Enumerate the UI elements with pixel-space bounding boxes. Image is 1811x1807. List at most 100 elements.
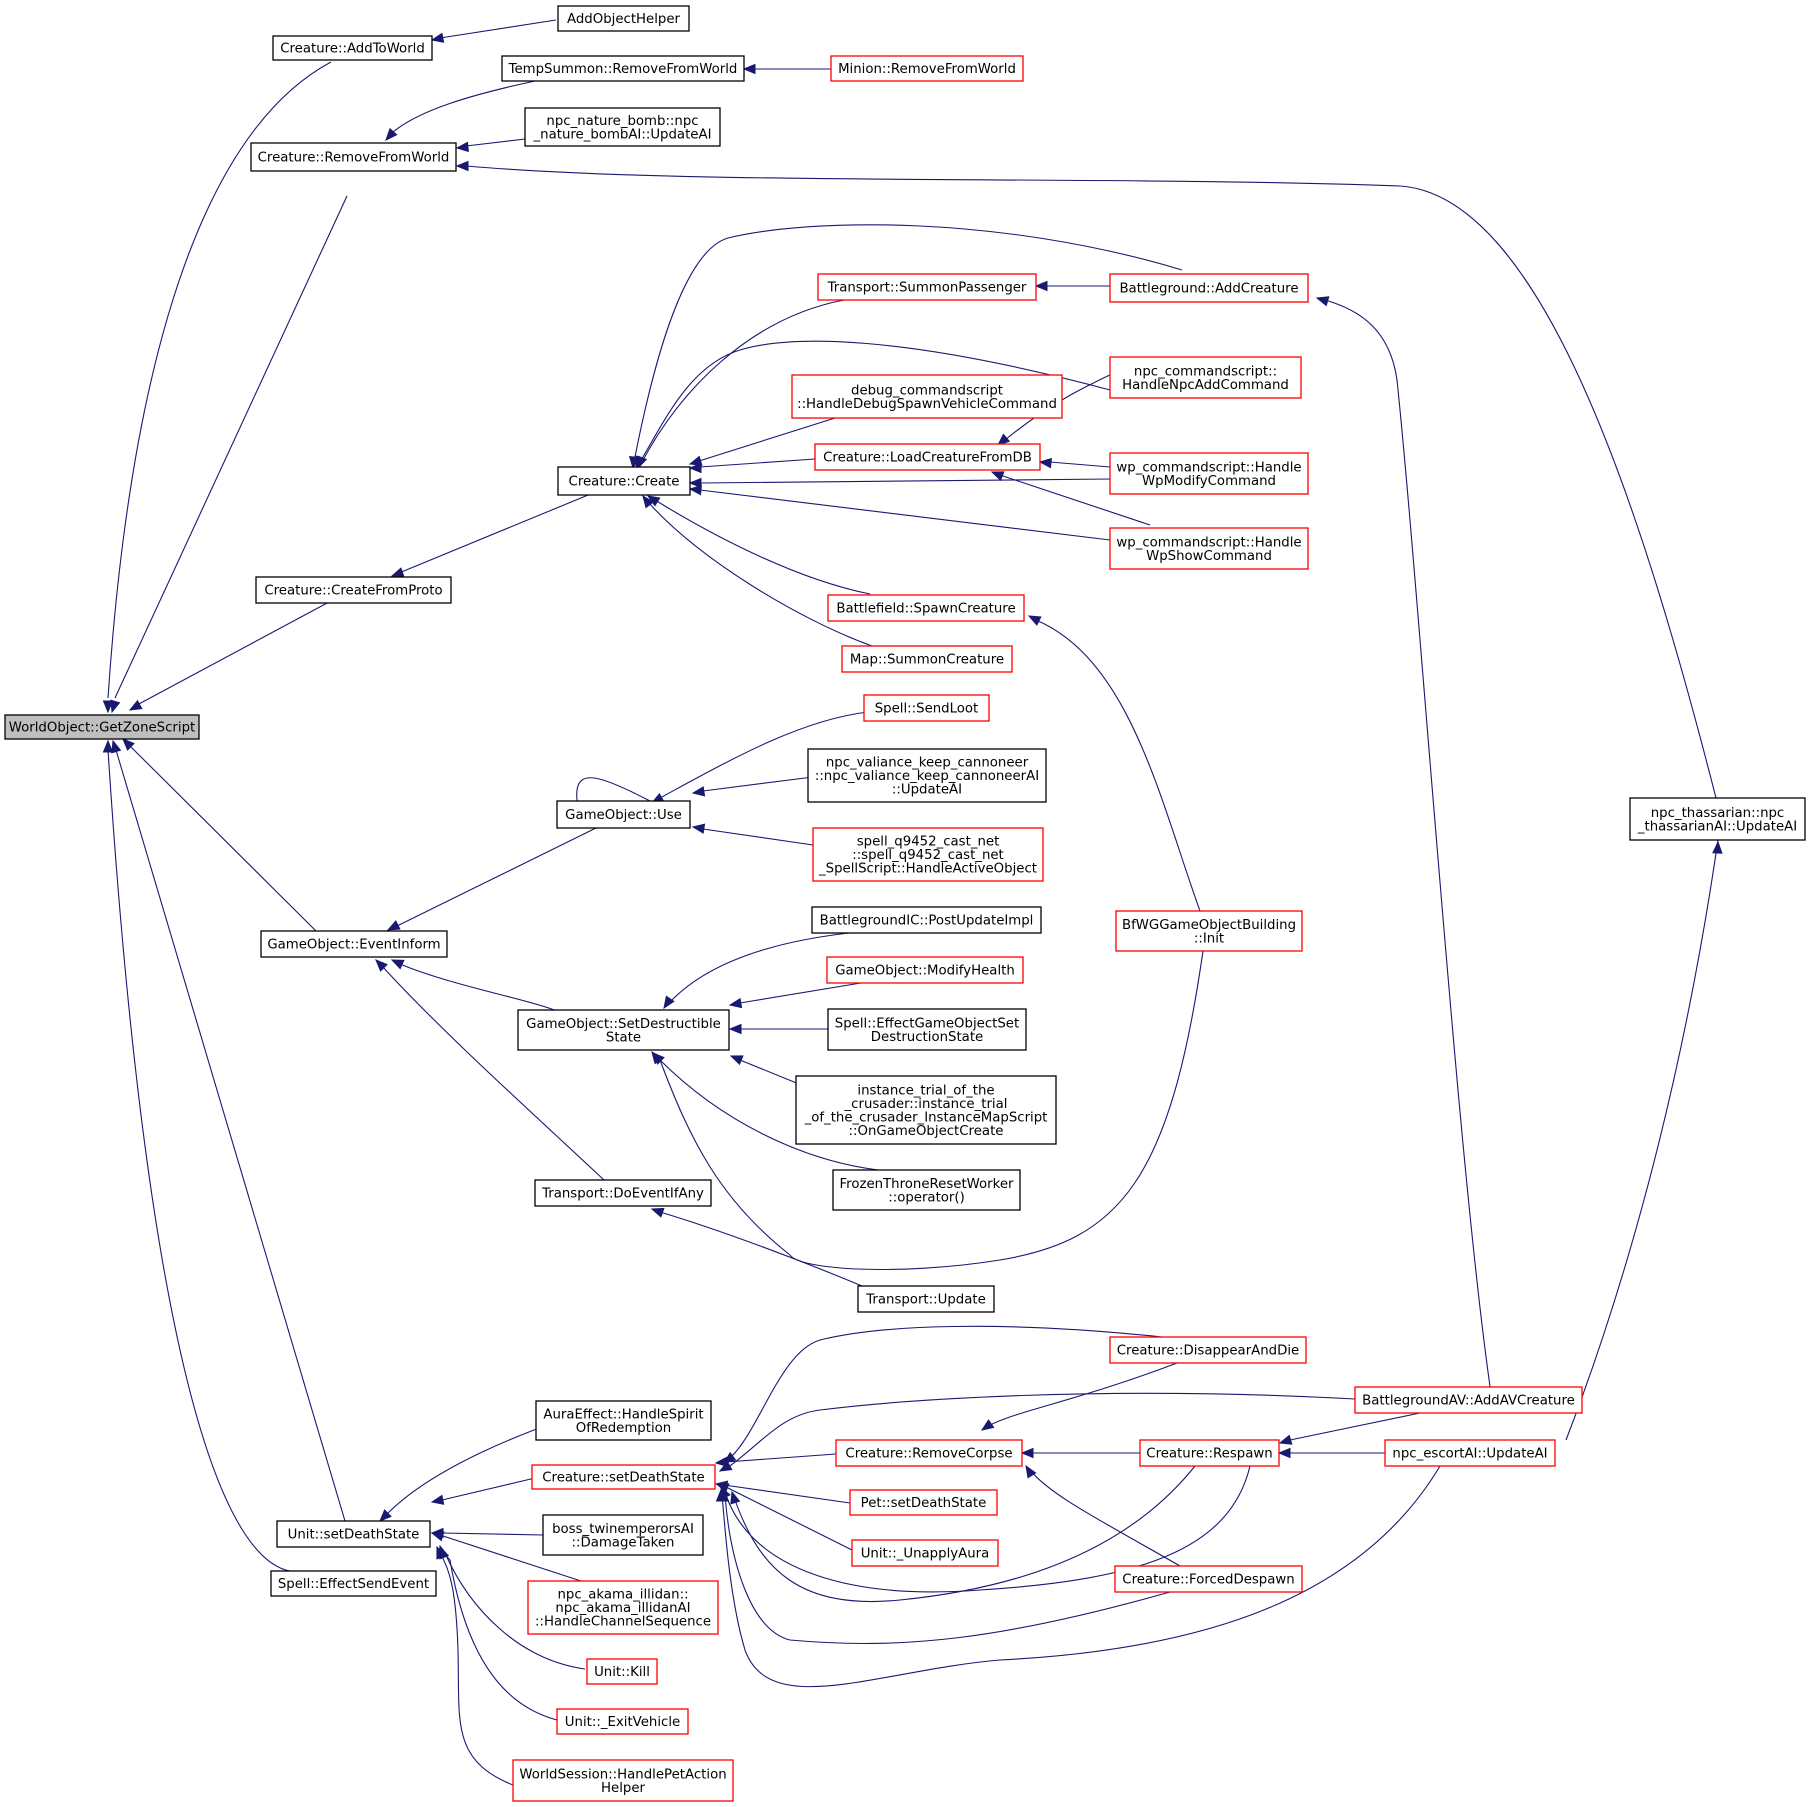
node-usetdeath[interactable]: Unit::setDeathState xyxy=(276,1520,431,1548)
arrowhead-icon xyxy=(128,699,143,711)
node-unitkill[interactable]: Unit::Kill xyxy=(586,1658,658,1685)
node-label: npc_escortAI::UpdateAI xyxy=(1392,1447,1547,1462)
node-loadcreature[interactable]: Creature::LoadCreatureFromDB xyxy=(814,443,1041,471)
arrowhead-icon xyxy=(651,1050,664,1065)
call-edge xyxy=(441,1477,536,1501)
node-label: AuraEffect::HandleSpirit xyxy=(543,1407,703,1422)
arrowhead-icon xyxy=(1278,1434,1293,1445)
node-minion[interactable]: Minion::RemoveFromWorld xyxy=(830,55,1024,82)
arrowhead-icon xyxy=(990,471,1005,482)
node-exitvehicle[interactable]: Unit::_ExitVehicle xyxy=(556,1708,689,1735)
arrowhead-icon xyxy=(742,63,756,75)
arrowhead-icon xyxy=(390,959,405,970)
node-frozenthrone[interactable]: FrozenThroneResetWorker::operator() xyxy=(832,1169,1021,1211)
node-root[interactable]: WorldObject::GetZoneScript xyxy=(4,714,200,740)
arrowhead-icon xyxy=(1025,1464,1037,1479)
call-edge xyxy=(699,478,1111,484)
node-sendloot[interactable]: Spell::SendLoot xyxy=(863,694,990,722)
node-naturebomb[interactable]: npc_nature_bomb::npc_nature_bombAI::Upda… xyxy=(524,107,721,147)
node-trialcrusader[interactable]: instance_trial_of_the_crusader::instance… xyxy=(795,1075,1057,1145)
node-label: OfRedemption xyxy=(576,1421,671,1436)
node-petdeath[interactable]: Pet::setDeathState xyxy=(849,1489,998,1516)
node-box xyxy=(556,800,691,829)
node-box xyxy=(812,827,1044,882)
node-label: TempSummon::RemoveFromWorld xyxy=(508,62,738,77)
node-box xyxy=(276,1520,431,1548)
node-bgaddcreature[interactable]: Battleground::AddCreature xyxy=(1109,273,1309,303)
node-sendevent[interactable]: Spell::EffectSendEvent xyxy=(270,1570,437,1597)
arrowhead-icon xyxy=(102,700,114,714)
arrowhead-icon xyxy=(635,455,646,470)
node-label: Unit::setDeathState xyxy=(288,1528,420,1543)
call-edge xyxy=(115,749,346,1522)
arrowhead-icon xyxy=(1020,1447,1034,1459)
arrowhead-icon xyxy=(1712,840,1723,854)
node-mapsummon[interactable]: Map::SummonCreature xyxy=(841,645,1013,673)
node-createfromproto[interactable]: Creature::CreateFromProto xyxy=(255,576,452,604)
node-removefromworld[interactable]: Creature::RemoveFromWorld xyxy=(250,142,457,172)
node-escort[interactable]: npc_escortAI::UpdateAI xyxy=(1384,1439,1556,1467)
node-csetdeath[interactable]: Creature::setDeathState xyxy=(531,1464,716,1490)
arrowhead-icon xyxy=(1034,280,1048,292)
node-box xyxy=(557,5,690,32)
arrowhead-icon xyxy=(729,1055,744,1066)
node-transupdate[interactable]: Transport::Update xyxy=(857,1285,995,1313)
call-edge xyxy=(702,776,814,792)
node-npcadd[interactable]: npc_commandscript::HandleNpcAddCommand xyxy=(1109,356,1302,399)
node-gouse[interactable]: GameObject::Use xyxy=(556,800,691,829)
node-modifyhealth[interactable]: GameObject::ModifyHealth xyxy=(826,956,1024,984)
node-box xyxy=(556,1708,689,1735)
node-addobjecthelper[interactable]: AddObjectHelper xyxy=(557,5,690,32)
arrowhead-icon xyxy=(688,455,703,466)
node-label: npc_thassarian::npc xyxy=(1651,806,1785,821)
node-label: Minion::RemoveFromWorld xyxy=(838,62,1016,77)
node-unapply[interactable]: Unit::_UnapplyAura xyxy=(851,1539,999,1567)
node-postupdate[interactable]: BattlegroundIC::PostUpdateImpl xyxy=(811,906,1042,934)
call-edge xyxy=(724,1494,1171,1645)
arrowhead-icon xyxy=(455,160,469,172)
node-create[interactable]: Creature::Create xyxy=(557,466,691,496)
node-bgavadd[interactable]: BattlegroundAV::AddAVCreature xyxy=(1354,1386,1583,1414)
node-forceddespawn[interactable]: Creature::ForcedDespawn xyxy=(1114,1565,1303,1593)
node-summonpassenger[interactable]: Transport::SummonPassenger xyxy=(817,273,1037,301)
call-edge xyxy=(1049,461,1111,468)
node-label: _SpellScript::HandleActiveObject xyxy=(818,862,1037,877)
node-q9452[interactable]: spell_q9452_cast_net::spell_q9452_cast_n… xyxy=(812,827,1044,882)
node-doevent[interactable]: Transport::DoEventIfAny xyxy=(534,1179,712,1207)
call-edge xyxy=(699,489,1111,541)
call-edge xyxy=(394,825,601,928)
node-label: HandleNpcAddCommand xyxy=(1122,378,1289,393)
node-tempsummon[interactable]: TempSummon::RemoveFromWorld xyxy=(501,55,745,82)
node-bfspawn[interactable]: Battlefield::SpawnCreature xyxy=(827,594,1025,622)
node-twinemperors[interactable]: boss_twinemperorsAI::DamageTaken xyxy=(542,1514,704,1556)
node-label: GameObject::Use xyxy=(565,808,682,823)
node-label: wp_commandscript::Handle xyxy=(1116,460,1301,475)
arrowhead-icon xyxy=(714,1456,728,1468)
node-disappear[interactable]: Creature::DisappearAndDie xyxy=(1109,1336,1307,1364)
node-label: DestructionState xyxy=(871,1030,983,1045)
node-label: ::operator() xyxy=(888,1190,965,1205)
node-box xyxy=(807,748,1047,803)
node-thassarian[interactable]: npc_thassarian::npc_thassarianAI::Update… xyxy=(1629,797,1806,841)
arrowhead-icon xyxy=(386,920,401,931)
node-addtoworld[interactable]: Creature::AddToWorld xyxy=(272,35,433,61)
node-removecorpse[interactable]: Creature::RemoveCorpse xyxy=(835,1439,1023,1467)
node-box xyxy=(835,1439,1023,1467)
node-label: GameObject::ModifyHealth xyxy=(835,964,1015,979)
node-effectgo[interactable]: Spell::EffectGameObjectSetDestructionSta… xyxy=(827,1008,1027,1051)
node-box xyxy=(863,694,990,722)
node-debugspawn[interactable]: debug_commandscript::HandleDebugSpawnVeh… xyxy=(791,374,1063,419)
node-respawn[interactable]: Creature::Respawn xyxy=(1139,1439,1280,1467)
node-akama[interactable]: npc_akama_illidan::npc_akama_illidanAI::… xyxy=(527,1580,719,1635)
call-edge xyxy=(136,601,330,706)
node-bfwg[interactable]: BfWGGameObjectBuilding::Init xyxy=(1115,910,1303,952)
call-edge xyxy=(465,138,526,147)
node-cannoneer[interactable]: npc_valiance_keep_cannoneer::npc_valianc… xyxy=(807,748,1047,803)
node-eventinform[interactable]: GameObject::EventInform xyxy=(260,930,448,958)
